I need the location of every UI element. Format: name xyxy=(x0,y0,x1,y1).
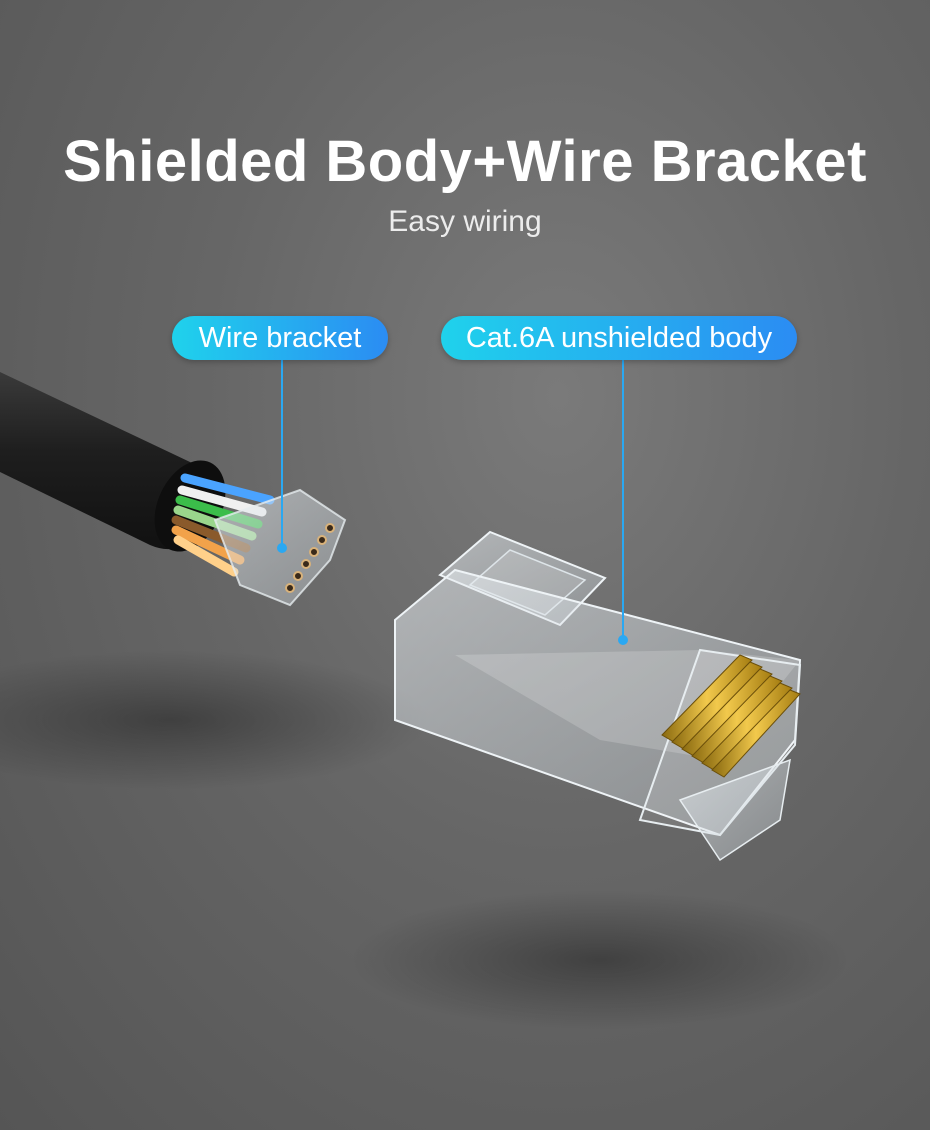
wire-bracket-callout: Wire bracket xyxy=(172,316,388,360)
page-title: Shielded Body+Wire Bracket xyxy=(63,129,867,194)
body-callout: Cat.6A unshielded body xyxy=(441,316,797,360)
cable-with-wire-bracket xyxy=(0,372,347,607)
page-subtitle: Easy wiring xyxy=(388,205,542,238)
cable-shadow xyxy=(0,650,430,790)
plug-shadow xyxy=(350,890,850,1030)
rj45-plug-body xyxy=(394,530,802,862)
body-leader-dot xyxy=(618,635,628,645)
wire-bracket-leader-dot xyxy=(277,543,287,553)
